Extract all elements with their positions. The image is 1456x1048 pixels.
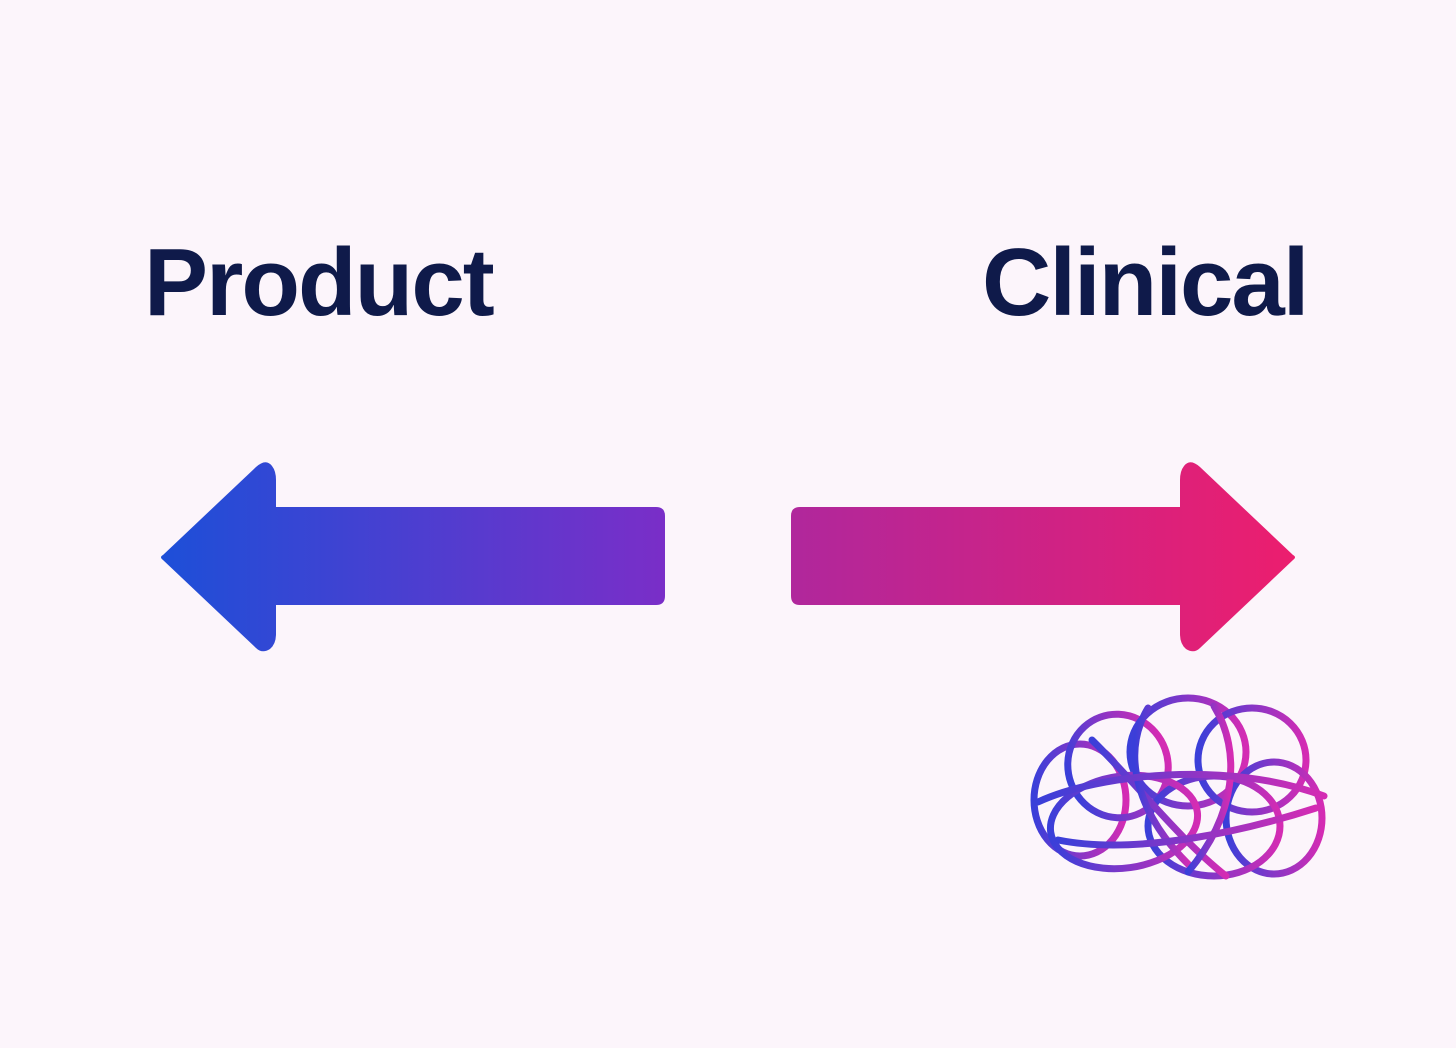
left-arrow-icon bbox=[161, 462, 665, 652]
left-arrow-shape bbox=[161, 462, 665, 652]
brain-icon bbox=[1030, 694, 1328, 880]
right-arrow-shape bbox=[791, 462, 1295, 652]
label-clinical: Clinical bbox=[982, 229, 1309, 336]
right-arrow-icon bbox=[791, 462, 1295, 652]
label-product: Product bbox=[144, 229, 495, 336]
